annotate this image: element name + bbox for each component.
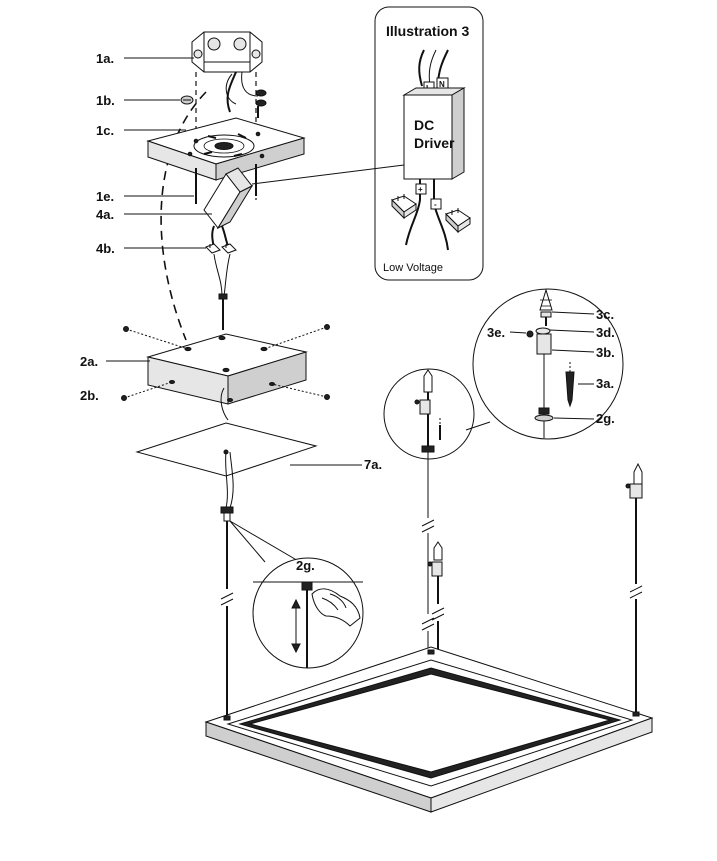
label-1b: 1b. [96,93,115,108]
label-7a: 7a. [364,457,382,472]
screw-icon [565,362,575,408]
wire-connector-icon [205,243,237,254]
label-3d: 3d. [596,325,615,340]
ceiling-canopy-assembly [146,31,306,341]
junction-box-icon [191,31,263,73]
label-1e: 1e. [96,189,114,204]
driver-label-line1: DC [414,117,434,133]
hand-icon [311,588,361,627]
terminal-n-label: N [439,80,445,89]
label-2g-circle: 2g. [596,411,615,426]
label-2g-detail: 2g. [296,558,315,573]
label-2a: 2a. [80,354,98,369]
low-voltage-caption: Low Voltage [383,262,443,274]
driver-label-line2: Driver [414,135,455,151]
terminal-plus-label: + [418,185,423,194]
label-3e: 3e. [487,325,505,340]
mounting-screw-right-icon [255,89,267,118]
label-3c: 3c. [596,307,614,322]
right-suspension-cable [625,462,643,722]
mounting-box-icon [121,324,330,405]
label-4b: 4b. [96,241,115,256]
label-3a: 3a. [596,376,614,391]
label-1c: 1c. [96,123,114,138]
connector-right-icon [445,208,471,234]
square-led-panel [204,646,654,813]
label-2b: 2b. [80,388,99,403]
dc-driver-icon [203,167,254,230]
label-1a: 1a. [96,51,114,66]
illustration-3-inset: Illustration 3 L N DC Driver + - [374,6,484,281]
terminal-minus-label: - [434,200,437,209]
anchor-plug-icon [539,288,553,326]
left-suspension-cable [220,506,301,717]
ceiling-canopy-detail: 2g. [252,557,364,669]
mounting-screw-left-icon [180,95,194,105]
illustration-title: Illustration 3 [386,23,469,39]
label-4a: 4a. [96,207,114,222]
middle-suspension-cable [383,368,491,668]
label-3b: 3b. [596,345,615,360]
cover-plate-icon [135,422,318,477]
callout-labels: 1a. 1b. 1c. 1e. 4a. 4b. 2a. 2b. 7a. [80,51,382,472]
connector-left-icon [391,194,417,220]
canopy-plate-icon [146,117,306,181]
wall-anchor-detail: 3c. 3d. 3e. 3b. 3a. 2g. [472,288,624,440]
